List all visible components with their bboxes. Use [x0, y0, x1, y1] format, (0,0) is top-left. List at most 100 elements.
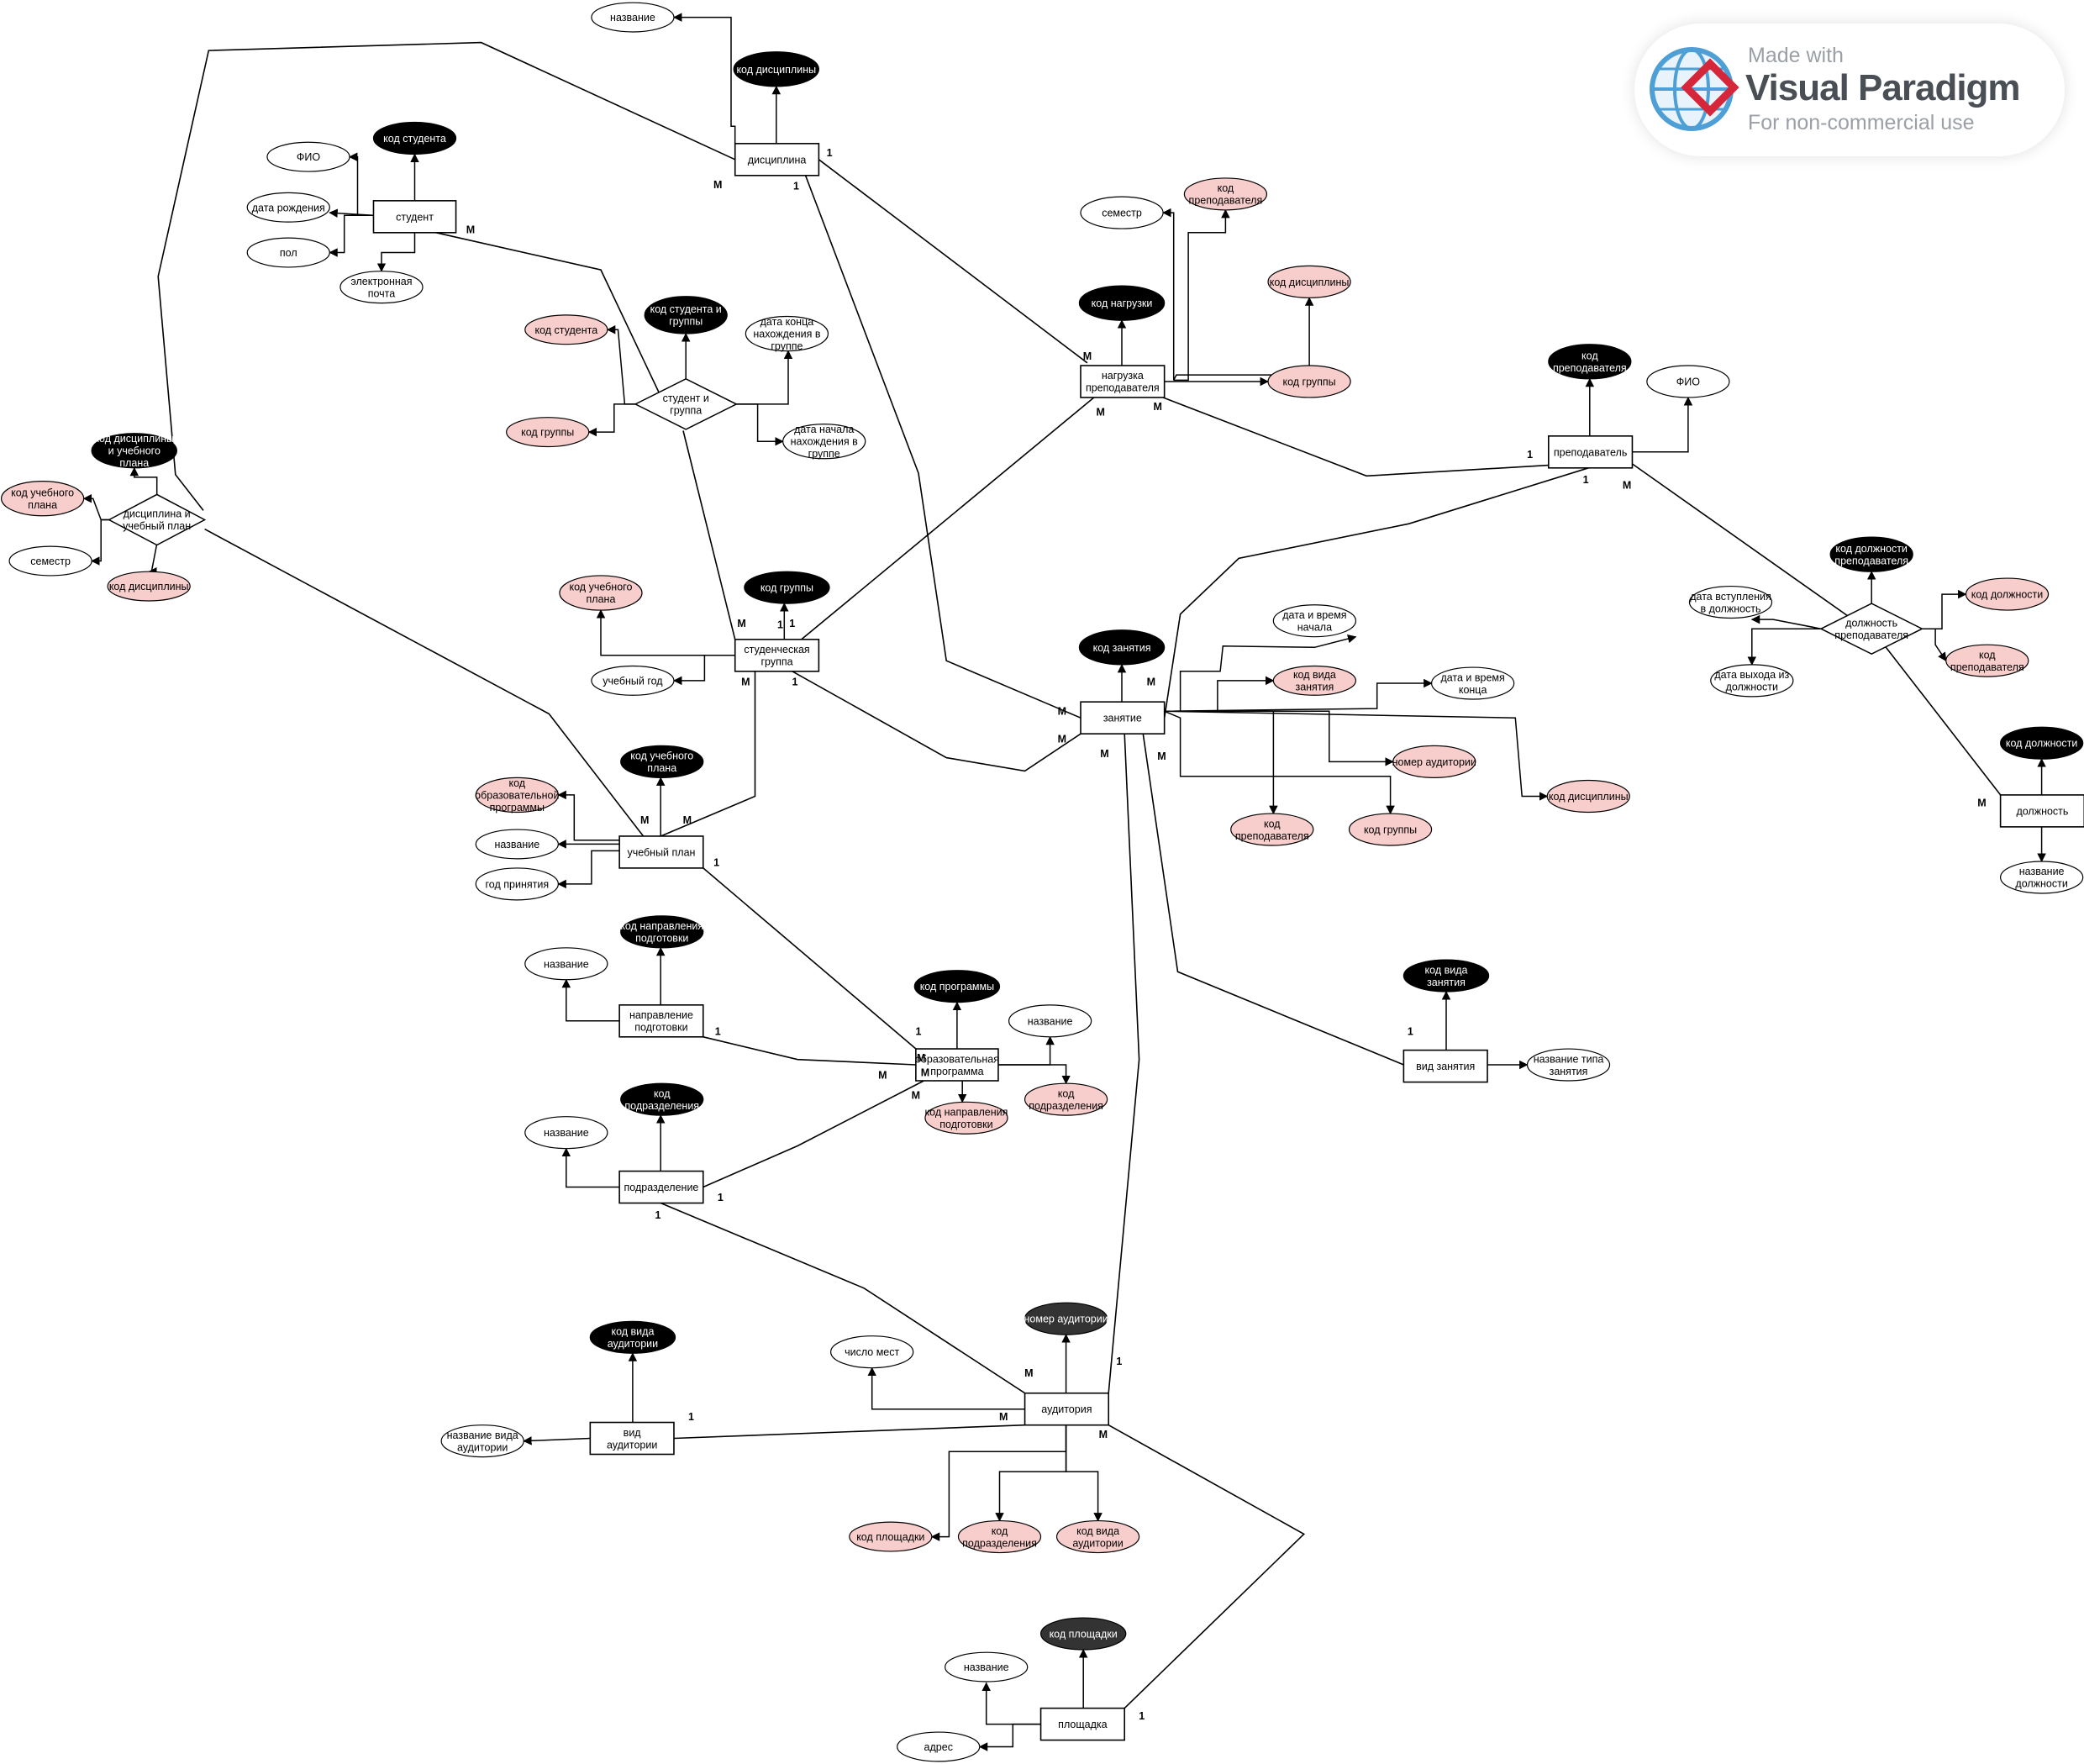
entity-auditorium[interactable]: аудитория	[1024, 1392, 1110, 1426]
attribute-plain[interactable]: название	[524, 947, 608, 981]
attribute-key[interactable]: код нагрузки	[1078, 285, 1166, 321]
entity-position[interactable]: должность	[1999, 794, 2084, 828]
attribute-link	[1164, 710, 1394, 766]
attribute-key[interactable]: код группы	[744, 571, 830, 604]
attribute-plain[interactable]: семестр	[8, 545, 92, 577]
relationship-lines	[157, 41, 2002, 1709]
attribute-plain[interactable]: название	[524, 1116, 608, 1150]
attribute-plain[interactable]: учебный год	[591, 665, 675, 696]
attribute-label: номер аудитории	[1024, 1314, 1108, 1325]
attribute-plain[interactable]: название	[945, 1651, 1029, 1682]
attribute-key-dark[interactable]: номер аудитории	[1024, 1302, 1108, 1335]
attribute-plain[interactable]: семестр	[1080, 196, 1164, 229]
attribute-plain[interactable]: название	[1008, 1004, 1092, 1038]
entity-teacher[interactable]: преподаватель	[1547, 435, 1634, 469]
attribute-plain[interactable]: год принятия	[475, 867, 559, 901]
attribute-fk[interactable]: код студента	[524, 314, 608, 345]
attribute-fk[interactable]: код площадки	[849, 1521, 933, 1552]
attribute-key[interactable]: код дисциплины	[733, 51, 819, 87]
attribute-plain[interactable]: адрес	[897, 1731, 981, 1762]
attribute-fk[interactable]: код группы	[1267, 365, 1351, 398]
entity-site[interactable]: площадка	[1039, 1707, 1126, 1741]
attribute-fk[interactable]: код группы	[506, 417, 590, 448]
attribute-link	[82, 493, 109, 521]
entity-discipline[interactable]: дисциплина	[734, 143, 820, 176]
attribute-link	[557, 790, 620, 841]
attribute-link	[1164, 710, 1278, 815]
attribute-key[interactable]: код студента	[372, 121, 457, 155]
entity-student[interactable]: студент	[372, 200, 457, 234]
attribute-fk[interactable]: код должности	[1965, 577, 2050, 611]
attribute-label: название	[544, 1127, 589, 1139]
attribute-key-dark[interactable]: код площадки	[1039, 1617, 1127, 1651]
attribute-plain[interactable]: число мест	[830, 1335, 914, 1369]
attribute-link	[587, 403, 636, 437]
attribute-fk[interactable]: номер аудитории	[1392, 745, 1476, 778]
entity-label: вид занятия	[1416, 1061, 1475, 1072]
attribute-fk[interactable]: код группы	[1348, 813, 1433, 846]
cardinality-label: 1	[1139, 1710, 1145, 1722]
attribute-key[interactable]: код должности	[2000, 726, 2084, 760]
entity-lesson-type[interactable]: вид занятия	[1402, 1049, 1488, 1083]
attribute-label: код площадки	[1050, 1629, 1118, 1640]
entity-department[interactable]: подразделение	[618, 1170, 704, 1204]
attribute-link	[1164, 710, 1549, 801]
attribute-fk[interactable]: код дисциплины	[1546, 779, 1630, 814]
attribute-label: название	[1028, 1015, 1073, 1027]
attribute-plain[interactable]: дата рождения	[246, 192, 330, 223]
attribute-plain[interactable]: название	[591, 2, 675, 33]
attribute-fk[interactable]: код дисциплины	[107, 571, 191, 602]
attribute-key[interactable]: код программы	[913, 970, 1001, 1003]
entity-lesson[interactable]: занятие	[1080, 701, 1166, 735]
relationship-line	[1162, 397, 1549, 477]
attribute-plain[interactable]: ФИО	[266, 141, 350, 172]
attribute-label: код дисциплины	[109, 581, 189, 592]
attribute-key[interactable]: код занятия	[1078, 629, 1166, 666]
attribute-plain[interactable]: ФИО	[1646, 365, 1730, 398]
entity-curriculum[interactable]: учебный план	[618, 835, 704, 869]
attribute-plain[interactable]: название	[475, 829, 559, 860]
attribute-plain[interactable]: пол	[246, 237, 330, 268]
entity-label: дисциплина	[748, 154, 807, 166]
attribute-fk[interactable]: код дисциплины	[1267, 265, 1351, 298]
